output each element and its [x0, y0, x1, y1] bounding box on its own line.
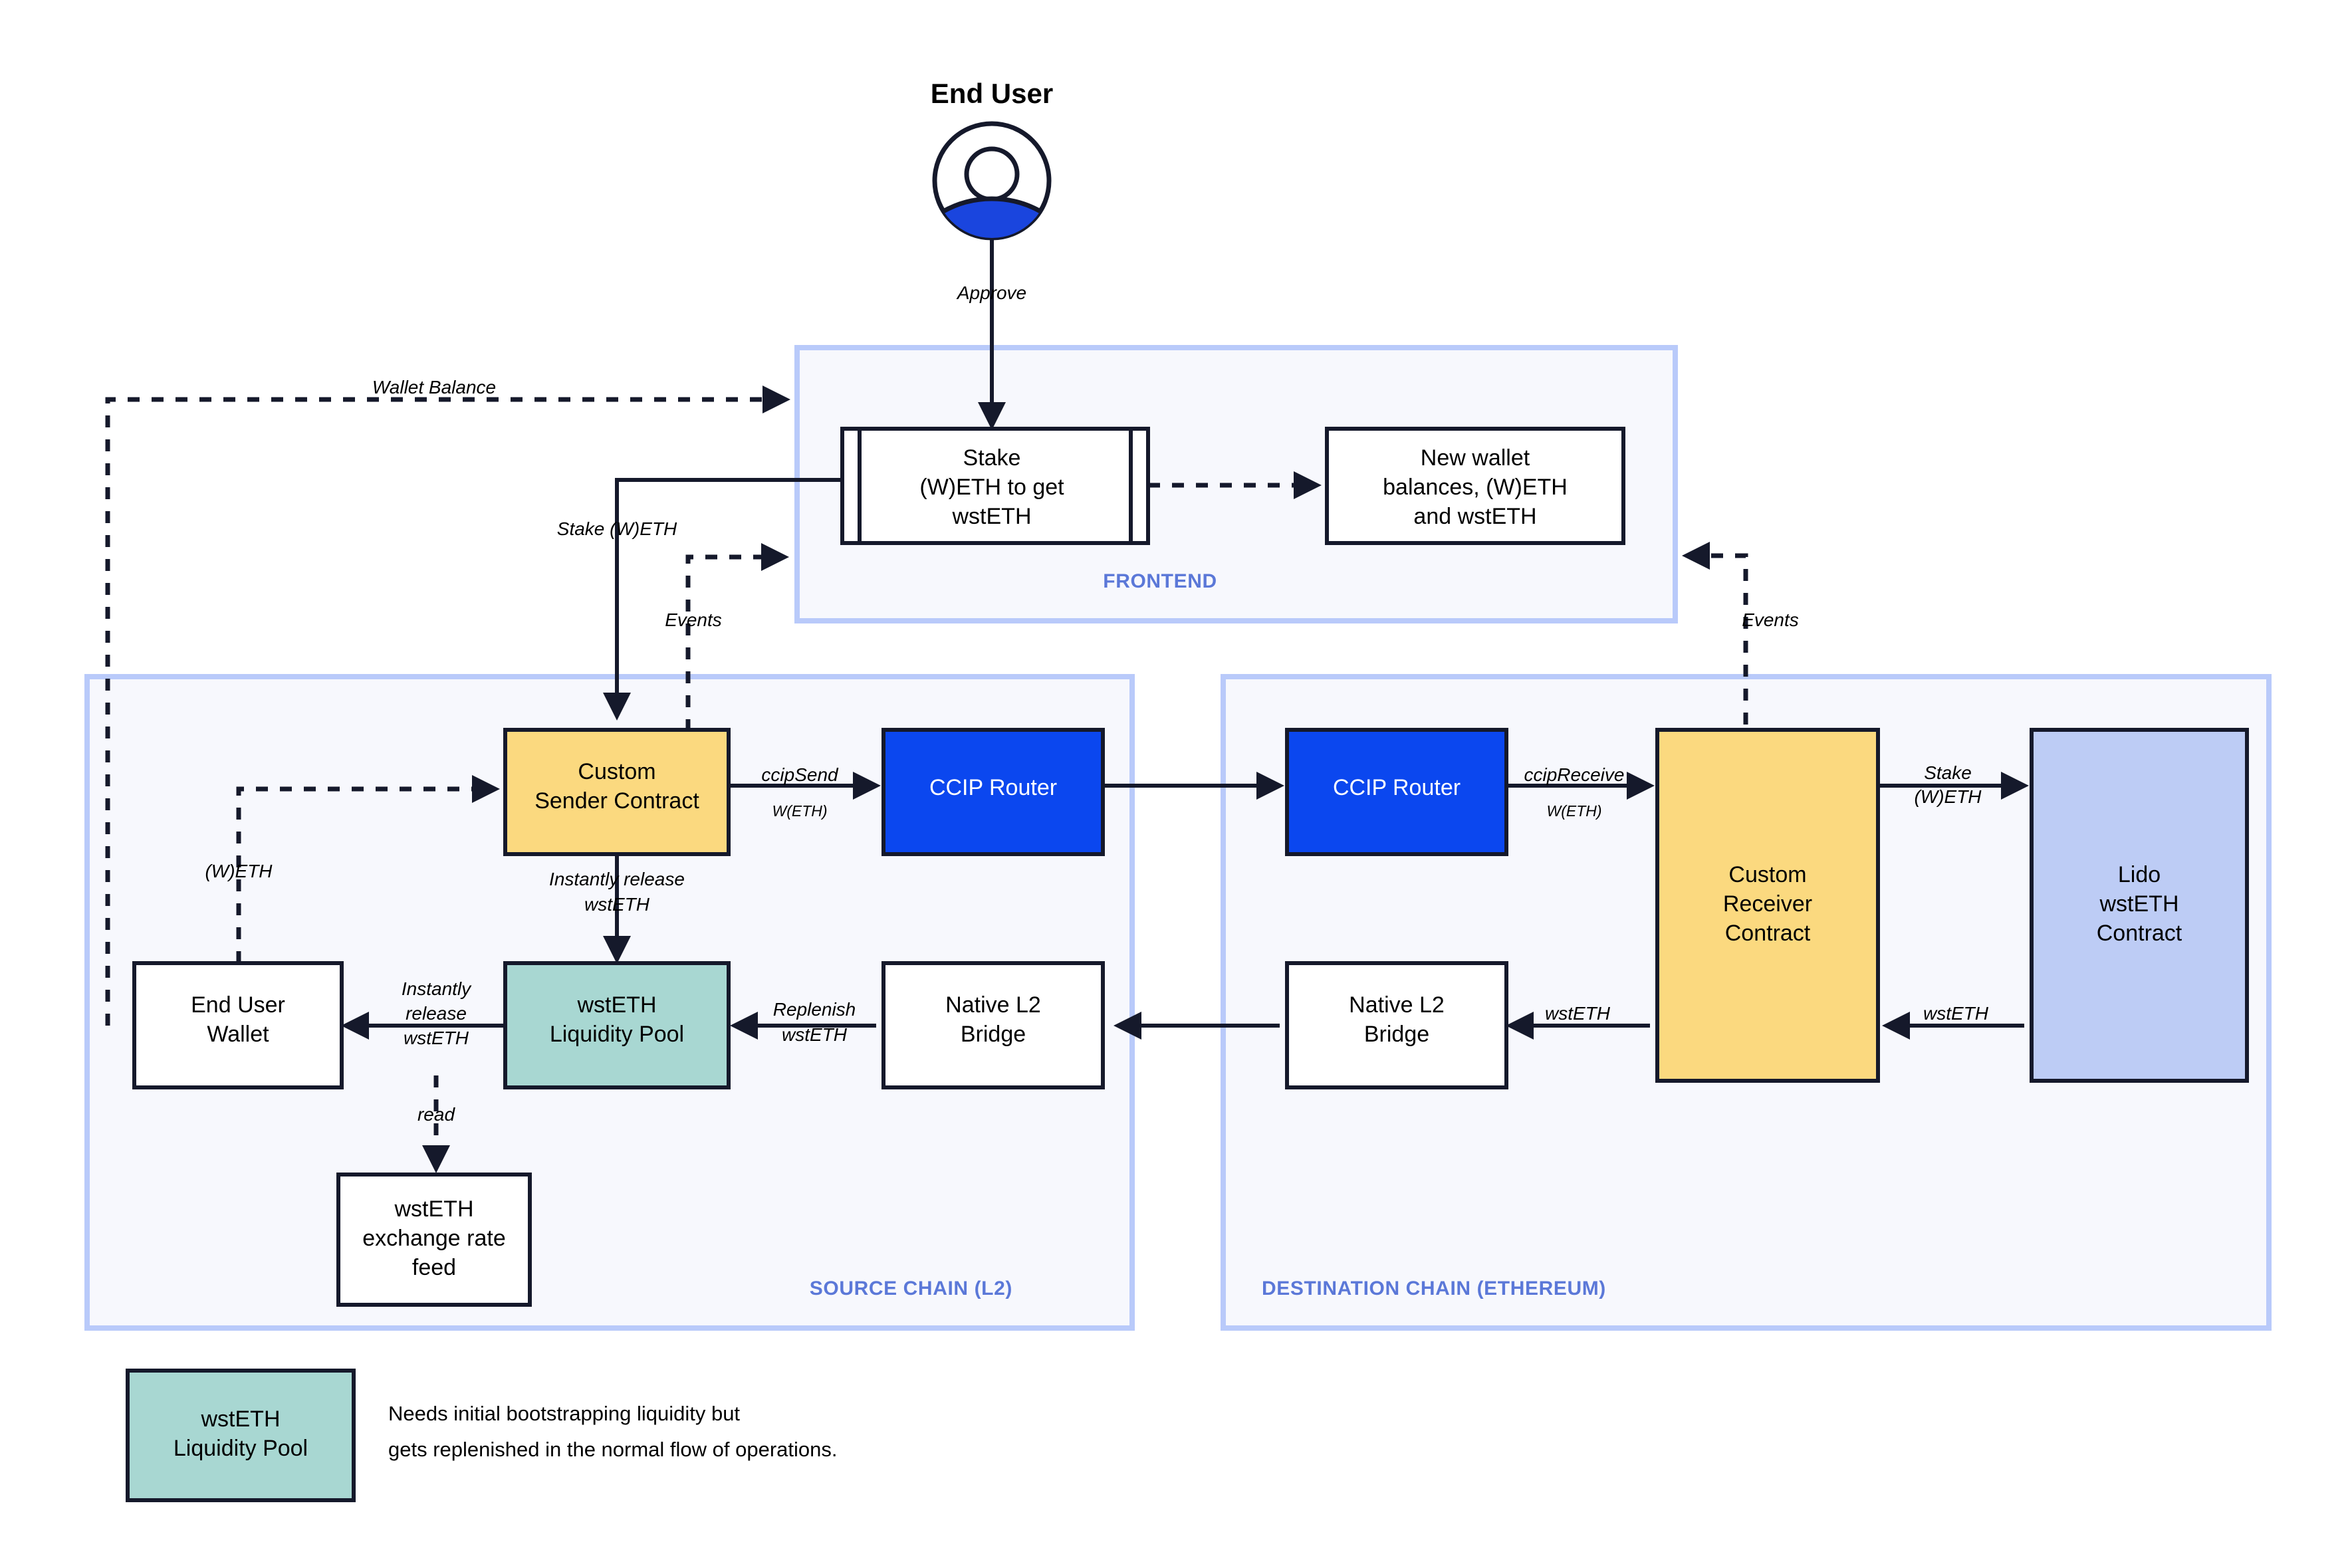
edge-instant-release-wallet: Instantly release wstETH	[341, 978, 505, 1048]
node-wsteth-rate-feed[interactable]: wstETH exchange rate feed	[336, 1173, 532, 1307]
node-end-user-wallet-line-1: End User	[191, 992, 285, 1018]
node-custom-sender-line-2: Sender Contract	[534, 788, 699, 814]
edge-weth-wallet-to-sender: (W)ETH	[205, 775, 500, 963]
node-custom-sender-contract[interactable]: Custom Sender Contract	[503, 728, 731, 856]
node-rate-feed-line-1: wstETH	[394, 1196, 474, 1222]
node-native-bridge-source[interactable]: Native L2 Bridge	[881, 961, 1105, 1089]
edge-ccip-send-sublabel: W(ETH)	[772, 802, 827, 820]
user-avatar-icon	[932, 121, 1052, 241]
edge-instant-wallet-label-2: release	[406, 1003, 467, 1024]
node-ccip-router-dest[interactable]: CCIP Router	[1285, 728, 1508, 856]
edge-instant-release-pool: Instantly release wstETH	[549, 854, 685, 964]
node-lido-line-1: Lido	[2118, 862, 2161, 887]
node-lido-wsteth-contract[interactable]: Lido wstETH Contract	[2030, 728, 2249, 1083]
node-stake-ui[interactable]: Stake (W)ETH to get wstETH	[840, 427, 1150, 545]
edge-stake-weth: Stake (W)ETH	[557, 478, 842, 721]
node-stake-ui-line-2: (W)ETH to get	[919, 475, 1064, 500]
node-end-user-wallet-line-2: Wallet	[207, 1022, 269, 1047]
edge-replenish-label-2: wstETH	[782, 1024, 848, 1045]
edge-stake-weth-lido: Stake (W)ETH	[1878, 762, 2029, 807]
node-custom-receiver-line-3: Contract	[1725, 921, 1811, 946]
node-new-balances-line-3: and wstETH	[1413, 504, 1536, 529]
node-custom-receiver-contract[interactable]: Custom Receiver Contract	[1655, 728, 1880, 1083]
edge-events-source: Events	[665, 543, 789, 731]
node-native-bridge-dest[interactable]: Native L2 Bridge	[1285, 961, 1508, 1089]
node-custom-receiver-line-1: Custom	[1728, 862, 1806, 887]
edge-stake-weth-label: Stake (W)ETH	[557, 518, 677, 539]
node-ccip-router-dest-label: CCIP Router	[1333, 775, 1461, 800]
node-custom-receiver-line-2: Receiver	[1723, 891, 1812, 917]
edge-events-dest: Events	[1682, 542, 1799, 725]
node-bridge-dest-line-1: Native L2	[1349, 992, 1445, 1018]
edge-replenish-label-1: Replenish	[773, 999, 856, 1020]
node-end-user-wallet[interactable]: End User Wallet	[132, 961, 344, 1089]
edge-ccip-receive: ccipReceive W(ETH)	[1501, 764, 1655, 820]
edge-approve-label: Approve	[956, 282, 1026, 303]
edge-instant-wallet-label-3: wstETH	[404, 1028, 469, 1048]
edge-weth-label: (W)ETH	[205, 861, 273, 881]
edge-stake-lido-label-1: Stake	[1924, 762, 1972, 783]
node-stake-ui-line-3: wstETH	[952, 504, 1032, 529]
edge-instant-wallet-label-1: Instantly	[402, 978, 472, 999]
edge-instant-pool-label-1: Instantly release	[549, 869, 685, 889]
edge-approve: Approve	[956, 236, 1026, 430]
edge-ccip-receive-label: ccipReceive	[1524, 764, 1625, 785]
actor-end-user: End User	[931, 78, 1053, 241]
node-rate-feed-line-3: feed	[412, 1255, 456, 1280]
panel-frontend-label: FRONTEND	[1103, 570, 1217, 592]
edge-wsteth-lido-to-receiver: wstETH	[1882, 1003, 2024, 1040]
node-bridge-source-line-2: Bridge	[961, 1022, 1026, 1047]
edge-ccip-receive-sublabel: W(ETH)	[1546, 802, 1601, 820]
node-wsteth-pool-line-1: wstETH	[577, 992, 657, 1018]
edge-wallet-balance-label: Wallet Balance	[372, 377, 496, 397]
node-bridge-source-line-1: Native L2	[945, 992, 1041, 1018]
node-new-balances-ui[interactable]: New wallet balances, (W)ETH and wstETH	[1325, 427, 1625, 545]
edge-ccip-send: ccipSend W(ETH)	[729, 764, 881, 820]
edge-ccip-send-label: ccipSend	[761, 764, 839, 785]
edge-events-source-label: Events	[665, 610, 722, 630]
node-wsteth-pool-line-2: Liquidity Pool	[550, 1022, 684, 1047]
edge-wsteth-receiver-label: wstETH	[1545, 1003, 1611, 1024]
edge-events-dest-label: Events	[1742, 610, 1799, 630]
edge-wallet-balance: Wallet Balance	[105, 377, 790, 1026]
node-wsteth-liquidity-pool[interactable]: wstETH Liquidity Pool	[503, 961, 731, 1089]
legend-swatch	[126, 1369, 356, 1502]
legend-note-line-2: gets replenished in the normal flow of o…	[388, 1438, 838, 1461]
node-custom-sender-line-1: Custom	[578, 759, 655, 784]
node-stake-ui-line-1: Stake	[963, 445, 1021, 471]
node-new-balances-line-1: New wallet	[1421, 445, 1530, 471]
edge-instant-pool-label-2: wstETH	[584, 894, 650, 915]
edge-replenish: Replenish wstETH	[730, 999, 876, 1045]
node-bridge-dest-line-2: Bridge	[1364, 1022, 1429, 1047]
edge-read-label: read	[417, 1104, 455, 1125]
panel-destination-chain-label: DESTINATION CHAIN (ETHEREUM)	[1262, 1278, 1606, 1299]
page-title: End User	[931, 78, 1053, 109]
legend-swatch-line-1: wstETH	[201, 1406, 281, 1432]
edge-read-feed: read	[417, 1075, 455, 1173]
node-ccip-router-source-label: CCIP Router	[929, 775, 1057, 800]
legend: wstETH Liquidity Pool Needs initial boot…	[126, 1369, 838, 1502]
legend-note-line-1: Needs initial bootstrapping liquidity bu…	[388, 1402, 740, 1425]
legend-swatch-line-2: Liquidity Pool	[174, 1436, 308, 1461]
node-ccip-router-source[interactable]: CCIP Router	[881, 728, 1105, 856]
node-lido-line-3: Contract	[2097, 921, 2182, 946]
node-lido-line-2: wstETH	[2099, 891, 2179, 917]
edge-wsteth-receiver-to-bridge: wstETH	[1506, 1003, 1650, 1040]
edge-stake-lido-label-2: (W)ETH	[1914, 786, 1982, 807]
edge-wsteth-lido-label: wstETH	[1923, 1003, 1989, 1024]
node-rate-feed-line-2: exchange rate	[362, 1226, 506, 1251]
panel-source-chain-label: SOURCE CHAIN (L2)	[810, 1278, 1012, 1299]
node-new-balances-line-2: balances, (W)ETH	[1383, 475, 1568, 500]
